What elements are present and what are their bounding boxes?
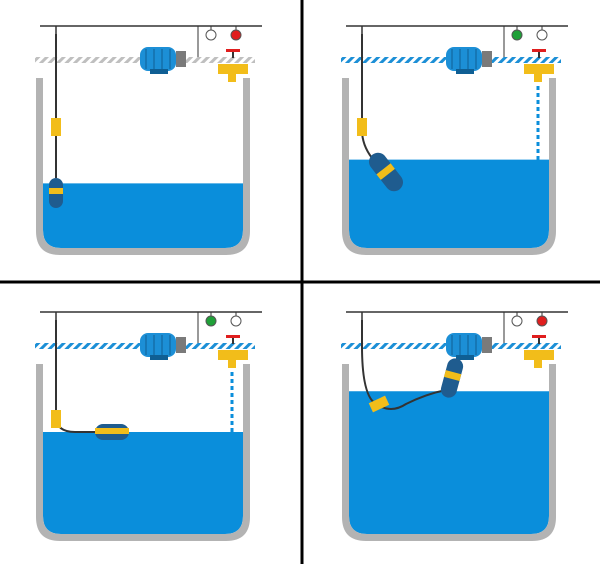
water-drop <box>536 107 540 111</box>
float-upright-icon <box>440 358 464 398</box>
panel-4 <box>341 311 568 541</box>
water-drop <box>536 86 540 90</box>
pump-motor-icon <box>140 47 176 71</box>
indicator-lamp-icon <box>536 315 548 327</box>
water-drop <box>536 114 540 118</box>
float-band <box>49 188 63 194</box>
water-drop <box>230 428 234 432</box>
water-drop <box>536 149 540 153</box>
counterweight-icon <box>357 118 367 136</box>
panels-layer <box>35 25 568 541</box>
water-drop <box>536 100 540 104</box>
counterweight-icon <box>51 410 61 428</box>
water-drop <box>230 400 234 404</box>
faucet-icon <box>524 64 554 82</box>
float-cable <box>361 34 373 159</box>
water-drop <box>536 156 540 160</box>
water-drop <box>230 407 234 411</box>
faucet-icon <box>218 64 248 82</box>
faucet-icon <box>218 350 248 368</box>
float-band <box>376 163 395 180</box>
motor-flange <box>482 51 492 67</box>
indicator-lamp-icon <box>205 315 217 327</box>
water-drop <box>536 121 540 125</box>
water-drop <box>536 142 540 146</box>
float-band <box>95 428 129 434</box>
water-drop <box>230 393 234 397</box>
panel-1 <box>35 25 262 255</box>
panel-2 <box>341 25 568 255</box>
water <box>349 391 549 534</box>
float-band <box>444 370 462 382</box>
motor-base <box>150 355 168 360</box>
water-drop <box>536 128 540 132</box>
counterweight-icon <box>368 395 390 413</box>
indicator-lamp-icon <box>511 29 523 41</box>
indicator-lamp-icon <box>511 315 523 327</box>
float-cable <box>55 320 95 433</box>
faucet-handle-icon <box>226 335 240 338</box>
counterweight-block <box>368 395 390 413</box>
faucet-handle-icon <box>532 49 546 52</box>
water-drop <box>536 93 540 97</box>
pump-motor-icon <box>446 333 482 357</box>
indicator-lamp-icon <box>536 29 548 41</box>
motor-base <box>456 69 474 74</box>
motor-flange <box>176 51 186 67</box>
water-drop <box>230 379 234 383</box>
motor-flange <box>176 337 186 353</box>
faucet-icon <box>524 350 554 368</box>
panel-3 <box>35 311 262 541</box>
pump-motor-icon <box>140 333 176 357</box>
motor-base <box>456 355 474 360</box>
counterweight-icon <box>51 118 61 136</box>
indicator-lamp-icon <box>205 29 217 41</box>
water <box>43 432 243 534</box>
faucet-handle-icon <box>226 49 240 52</box>
water-drop <box>230 421 234 425</box>
indicator-lamp-icon <box>230 29 242 41</box>
water-drop <box>230 386 234 390</box>
water-drop <box>230 372 234 376</box>
indicator-lamp-icon <box>230 315 242 327</box>
water-drop <box>230 414 234 418</box>
motor-base <box>150 69 168 74</box>
pump-motor-icon <box>446 47 482 71</box>
faucet-handle-icon <box>532 335 546 338</box>
water-drop <box>536 135 540 139</box>
float-tilted-icon <box>368 152 404 192</box>
motor-flange <box>482 337 492 353</box>
water <box>43 183 243 248</box>
float-cable-curve <box>361 345 447 410</box>
